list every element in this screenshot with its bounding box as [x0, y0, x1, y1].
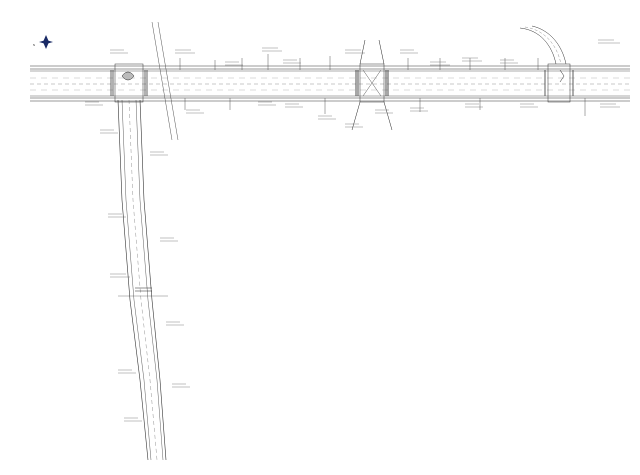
crossing-vertical — [118, 287, 168, 297]
intersection-right — [519, 25, 574, 103]
north-arrow-icon: N — [33, 35, 53, 49]
section-ticks — [179, 54, 586, 116]
north-label: N — [33, 43, 35, 47]
intersection-left — [110, 63, 148, 103]
annotation-marks — [85, 39, 620, 422]
crosswalk-left — [110, 70, 148, 96]
diagonal-line — [151, 21, 179, 141]
main-road-horizontal — [30, 65, 630, 102]
main-road-vertical — [117, 99, 167, 461]
intersection-middle — [351, 39, 393, 131]
